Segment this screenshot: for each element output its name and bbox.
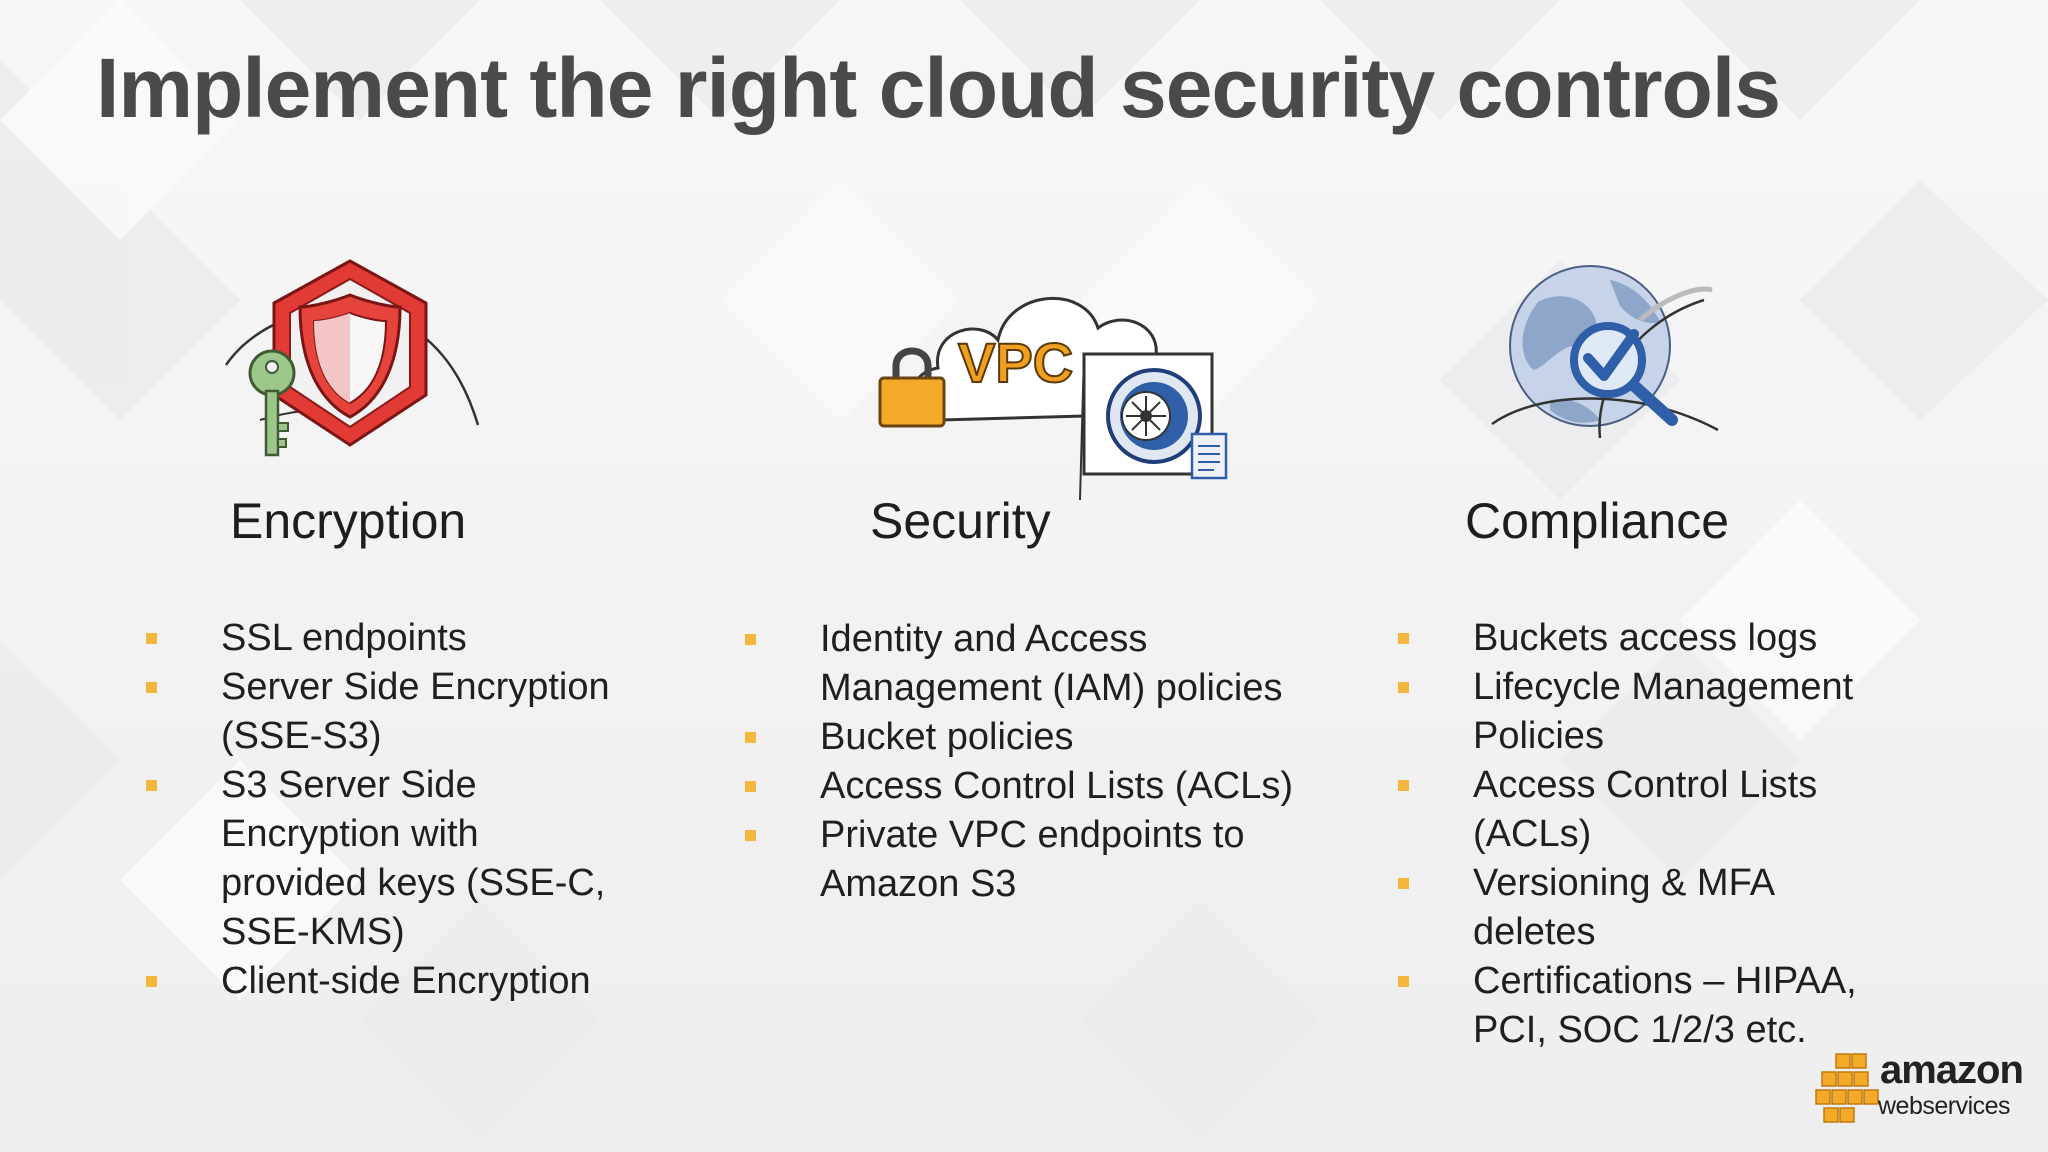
pillar-heading-compliance: Compliance: [1465, 493, 1730, 549]
list-item: Buckets access logs: [1398, 614, 1998, 663]
aws-logo: amazon webservices: [1814, 1046, 2024, 1130]
list-item-line: Server Side Encryption: [221, 666, 610, 708]
list-item-line: Encryption with: [221, 813, 479, 855]
list-item: Certifications – HIPAA, PCI, SOC 1/2/3 e…: [1398, 957, 1998, 1055]
shield-key-icon: [224, 259, 480, 457]
list-item-line: PCI, SOC 1/2/3 etc.: [1473, 1009, 1807, 1051]
bullet-icon: [146, 633, 157, 644]
bullet-icon: [1398, 878, 1409, 889]
list-item: Server Side Encryption (SSE-S3): [146, 663, 706, 761]
list-item-line: S3 Server Side: [221, 764, 477, 806]
list-item-line: provided keys (SSE-C,: [221, 862, 606, 904]
list-item-line: Lifecycle Management: [1473, 666, 1854, 708]
list-item: SSL endpoints: [146, 614, 706, 663]
pillar-heading-security: Security: [870, 493, 1051, 549]
bullet-icon: [146, 682, 157, 693]
list-item-line: Private VPC endpoints to: [820, 814, 1245, 856]
list-item-line: Certifications – HIPAA,: [1473, 960, 1857, 1002]
list-item-line: Amazon S3: [820, 863, 1017, 905]
bullet-list-compliance: Buckets access logs Lifecycle Management…: [1398, 614, 1998, 1055]
aws-cubes-icon: [1815, 1053, 1879, 1123]
list-item-line: deletes: [1473, 911, 1596, 953]
slide-title: Implement the right cloud security contr…: [96, 41, 1781, 135]
list-item-line: Bucket policies: [820, 716, 1074, 758]
list-item: Identity and Access Management (IAM) pol…: [745, 615, 1365, 713]
list-item-line: Identity and Access: [820, 618, 1148, 660]
list-item: Bucket policies: [745, 713, 1365, 762]
list-item-line: Versioning & MFA: [1473, 862, 1776, 904]
bullet-icon: [745, 732, 756, 743]
bullet-icon: [1398, 976, 1409, 987]
list-item-line: Access Control Lists (ACLs): [820, 765, 1294, 807]
list-item: Private VPC endpoints to Amazon S3: [745, 811, 1365, 909]
bullet-icon: [745, 781, 756, 792]
list-item: Client-side Encryption: [146, 957, 706, 1006]
aws-logo-word: amazon: [1880, 1048, 2024, 1092]
bullet-icon: [146, 780, 157, 791]
list-item-line: Client-side Encryption: [221, 960, 591, 1002]
bullet-list-security: Identity and Access Management (IAM) pol…: [745, 615, 1365, 909]
list-item: Access Control Lists (ACLs): [1398, 761, 1998, 859]
list-item-line: (SSE-S3): [221, 715, 382, 757]
bullet-list-encryption: SSL endpoints Server Side Encryption (SS…: [146, 614, 706, 1006]
vpc-label: VPC: [958, 331, 1073, 394]
bullet-icon: [745, 830, 756, 841]
bullet-icon: [745, 634, 756, 645]
list-item-line: SSE-KMS): [221, 911, 405, 953]
list-item-line: Buckets access logs: [1473, 617, 1818, 659]
bullet-icon: [1398, 633, 1409, 644]
list-item: S3 Server Side Encryption with provided …: [146, 761, 706, 957]
vpc-cloud-vault-icon: VPC: [878, 297, 1228, 501]
list-item-line: SSL endpoints: [221, 617, 467, 659]
list-item: Lifecycle Management Policies: [1398, 663, 1998, 761]
bullet-icon: [1398, 682, 1409, 693]
list-item: Versioning & MFA deletes: [1398, 859, 1998, 957]
bullet-icon: [1398, 780, 1409, 791]
bullet-icon: [146, 976, 157, 987]
list-item-line: Management (IAM) policies: [820, 667, 1283, 709]
globe-check-magnifier-icon: [1491, 265, 1719, 439]
list-item-line: Policies: [1473, 715, 1604, 757]
list-item-line: (ACLs): [1473, 813, 1592, 855]
list-item: Access Control Lists (ACLs): [745, 762, 1365, 811]
list-item-line: Access Control Lists: [1473, 764, 1818, 806]
pillar-heading-encryption: Encryption: [230, 493, 467, 549]
aws-logo-subtitle: webservices: [1878, 1092, 2011, 1120]
